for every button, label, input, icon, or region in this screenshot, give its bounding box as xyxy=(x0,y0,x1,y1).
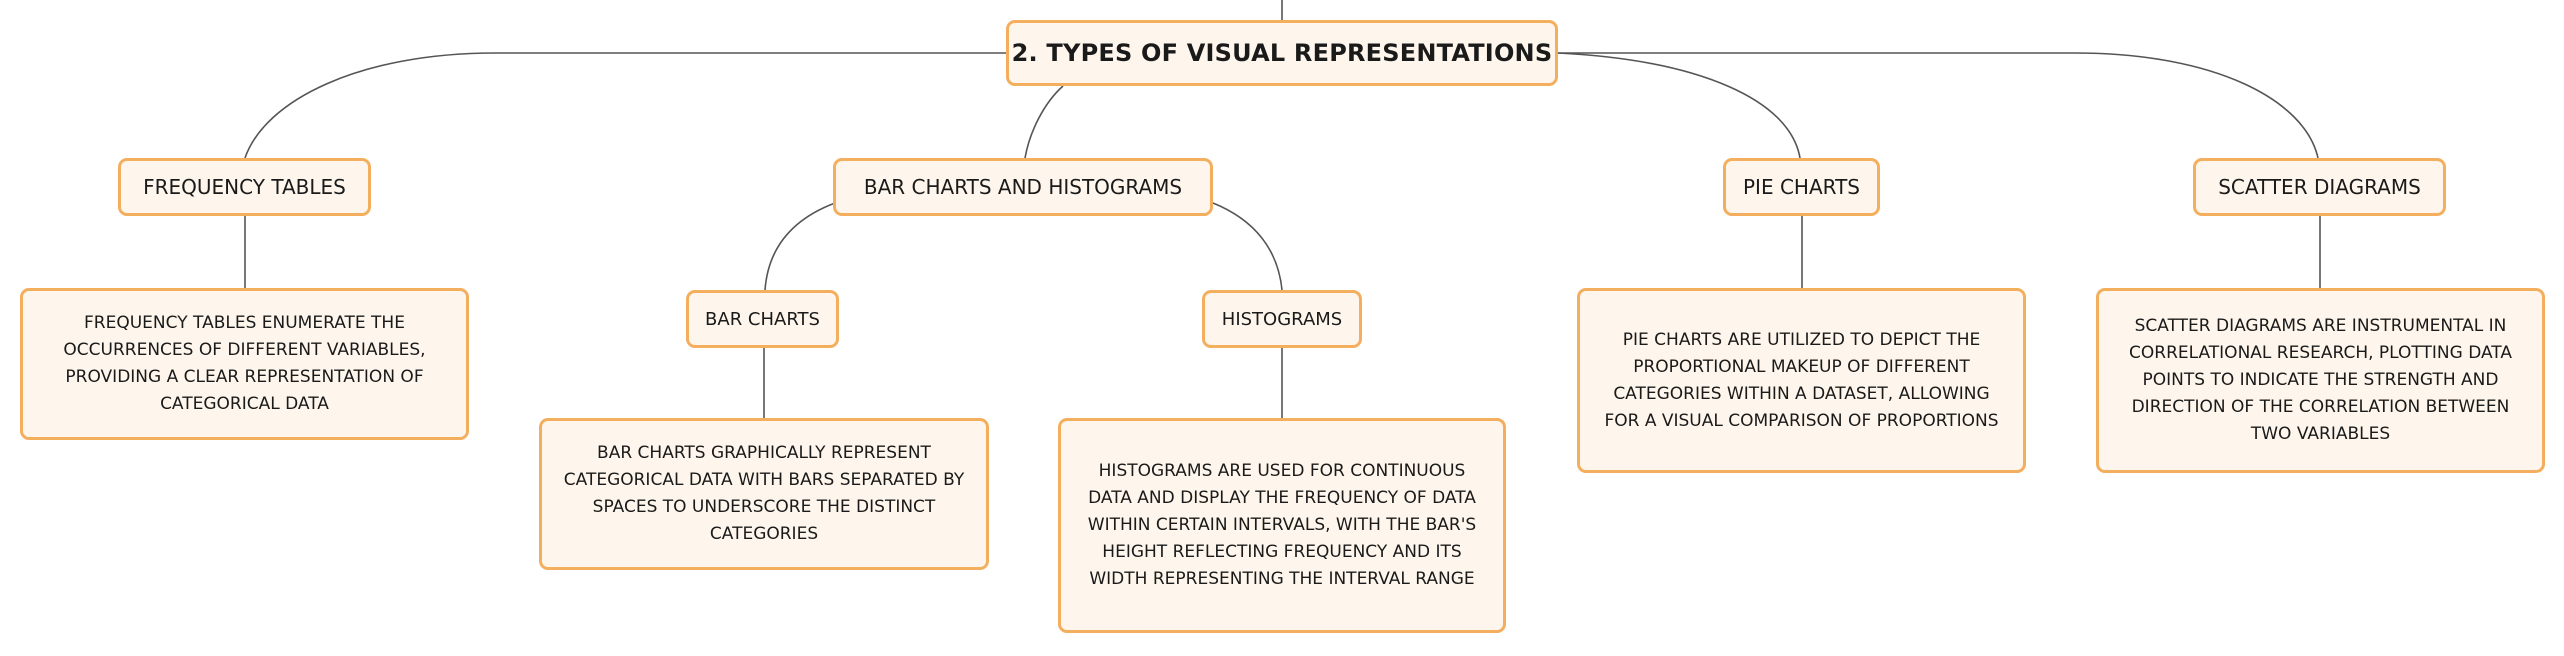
root-node[interactable]: 2. TYPES OF VISUAL REPRESENTATIONS xyxy=(1006,20,1558,86)
connector-root-to-bar-charts-histograms xyxy=(1024,85,1064,159)
subtopic-label: BAR CHARTS xyxy=(705,308,820,330)
description-frequency-tables[interactable]: FREQUENCY TABLES ENUMERATE THE OCCURRENC… xyxy=(20,288,469,440)
topic-label: FREQUENCY TABLES xyxy=(143,175,346,199)
connector-root-to-frequency-tables xyxy=(244,52,1006,159)
topic-label: PIE CHARTS xyxy=(1743,175,1860,199)
description-histograms[interactable]: HISTOGRAMS ARE USED FOR CONTINUOUS DATA … xyxy=(1058,418,1506,633)
root-node-label: 2. TYPES OF VISUAL REPRESENTATIONS xyxy=(1011,39,1553,67)
description-text: FREQUENCY TABLES ENUMERATE THE OCCURRENC… xyxy=(63,313,426,414)
topic-frequency-tables[interactable]: FREQUENCY TABLES xyxy=(118,158,371,216)
subtopic-label: HISTOGRAMS xyxy=(1221,308,1343,330)
description-pie-charts[interactable]: PIE CHARTS ARE UTILIZED TO DEPICT THE PR… xyxy=(1577,288,2026,473)
subtopic-histograms[interactable]: HISTOGRAMS xyxy=(1202,290,1362,348)
connector-bch-to-histograms xyxy=(1212,202,1283,291)
description-bar-charts[interactable]: BAR CHARTS GRAPHICALLY REPRESENT CATEGOR… xyxy=(539,418,989,570)
topic-pie-charts[interactable]: PIE CHARTS xyxy=(1723,158,1880,216)
topic-scatter-diagrams[interactable]: SCATTER DIAGRAMS xyxy=(2193,158,2446,216)
description-text: SCATTER DIAGRAMS ARE INSTRUMENTAL IN COR… xyxy=(2129,316,2512,444)
topic-label: SCATTER DIAGRAMS xyxy=(2218,175,2421,199)
subtopic-bar-charts[interactable]: BAR CHARTS xyxy=(686,290,839,348)
connector-root-to-pie-charts xyxy=(1557,52,1801,159)
description-text: BAR CHARTS GRAPHICALLY REPRESENT CATEGOR… xyxy=(563,443,965,544)
connector-root-to-scatter-diagrams xyxy=(1558,52,2319,159)
description-text: PIE CHARTS ARE UTILIZED TO DEPICT THE PR… xyxy=(1604,329,1999,431)
description-text: HISTOGRAMS ARE USED FOR CONTINUOUS DATA … xyxy=(1087,461,1477,589)
topic-label: BAR CHARTS AND HISTOGRAMS xyxy=(863,175,1183,199)
topic-bar-charts-and-histograms[interactable]: BAR CHARTS AND HISTOGRAMS xyxy=(833,158,1213,216)
connector-bch-to-bar-charts xyxy=(764,202,836,291)
description-scatter-diagrams[interactable]: SCATTER DIAGRAMS ARE INSTRUMENTAL IN COR… xyxy=(2096,288,2545,473)
